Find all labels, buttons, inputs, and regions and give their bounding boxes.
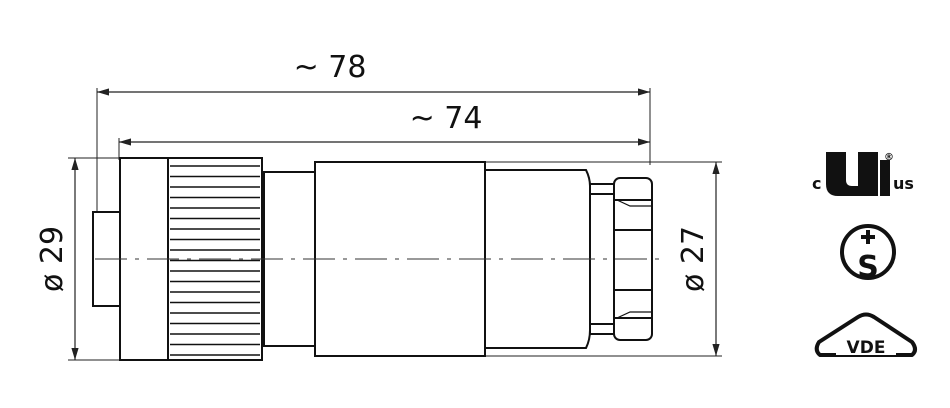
- left-diameter-label: ø 29: [35, 226, 70, 292]
- overall-length-dimension: ~ 78: [96, 50, 651, 300]
- left-diameter-dimension: ø 29: [35, 157, 120, 361]
- vde-label: VDE: [847, 338, 886, 358]
- right-diameter-dimension: ø 27: [480, 161, 722, 357]
- ul-registered: ®: [884, 152, 894, 163]
- right-diameter-label: ø 27: [676, 226, 711, 292]
- vde-triangle-icon: [814, 312, 917, 357]
- ul-suffix: us: [893, 174, 914, 193]
- safety-s-mark: S: [840, 224, 896, 285]
- body-length-dimension: ~ 74: [118, 101, 650, 160]
- body-length-label: ~ 74: [410, 101, 483, 136]
- s-mark-letter: S: [857, 250, 879, 285]
- vde-mark: VDE: [814, 312, 917, 358]
- ul-listing-mark: c ® us: [812, 152, 914, 196]
- knurl-lines: [170, 165, 260, 356]
- overall-length-label: ~ 78: [294, 50, 367, 85]
- ul-prefix: c: [812, 174, 821, 193]
- s-mark-circle-icon: [840, 224, 896, 280]
- ul-logo-icon: [826, 152, 878, 196]
